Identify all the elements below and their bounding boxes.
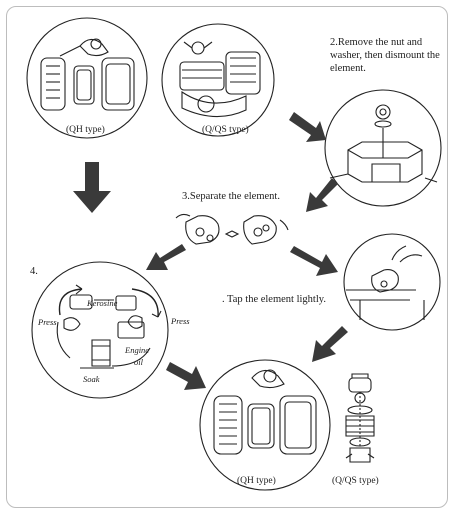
press-right-label: Press [171,316,190,326]
cleaning-cycle-circle [31,261,169,399]
engine-label: Engine [125,345,150,355]
kerosine-label: Kerosine [87,298,118,308]
separate-element-illustration [175,213,289,245]
arrow-to-qh-bottom-from-left [166,362,206,390]
oil-label: oil [134,357,143,367]
arrow-down-left-column [73,162,111,213]
arrow-to-cleaning-cycle [146,244,186,270]
qs-type-label-top: (Q/QS type) [202,125,249,135]
qs-type-label-bottom: (Q/QS type) [332,476,379,486]
tap-element-circle [343,233,441,331]
arrow-to-separate-step [306,178,338,212]
press-left-label: Press [38,317,57,327]
arrows [73,112,348,390]
qh-type-label-top: (QH type) [66,125,105,135]
qh-air-cleaner-circle-bottom [199,359,331,491]
qs-engine-circle-top [161,23,275,137]
qh-air-cleaner-circle-top [26,17,148,139]
tap-instruction: . Tap the element lightly. [222,294,326,305]
soak-label: Soak [83,374,100,384]
qh-type-label-bottom: (QH type) [237,476,276,486]
arrow-to-qh-bottom-from-right [312,326,348,362]
step-2-instruction: 2.Remove the nut and washer, then dismou… [330,37,440,74]
step-3-instruction: 3.Separate the element. [182,191,280,202]
step-4-number: 4. [30,266,38,277]
remove-nut-circle [324,89,442,207]
qs-exploded-parts [345,373,375,463]
arrow-to-remove-nut [289,112,326,142]
arrow-to-tap-step [290,246,338,276]
